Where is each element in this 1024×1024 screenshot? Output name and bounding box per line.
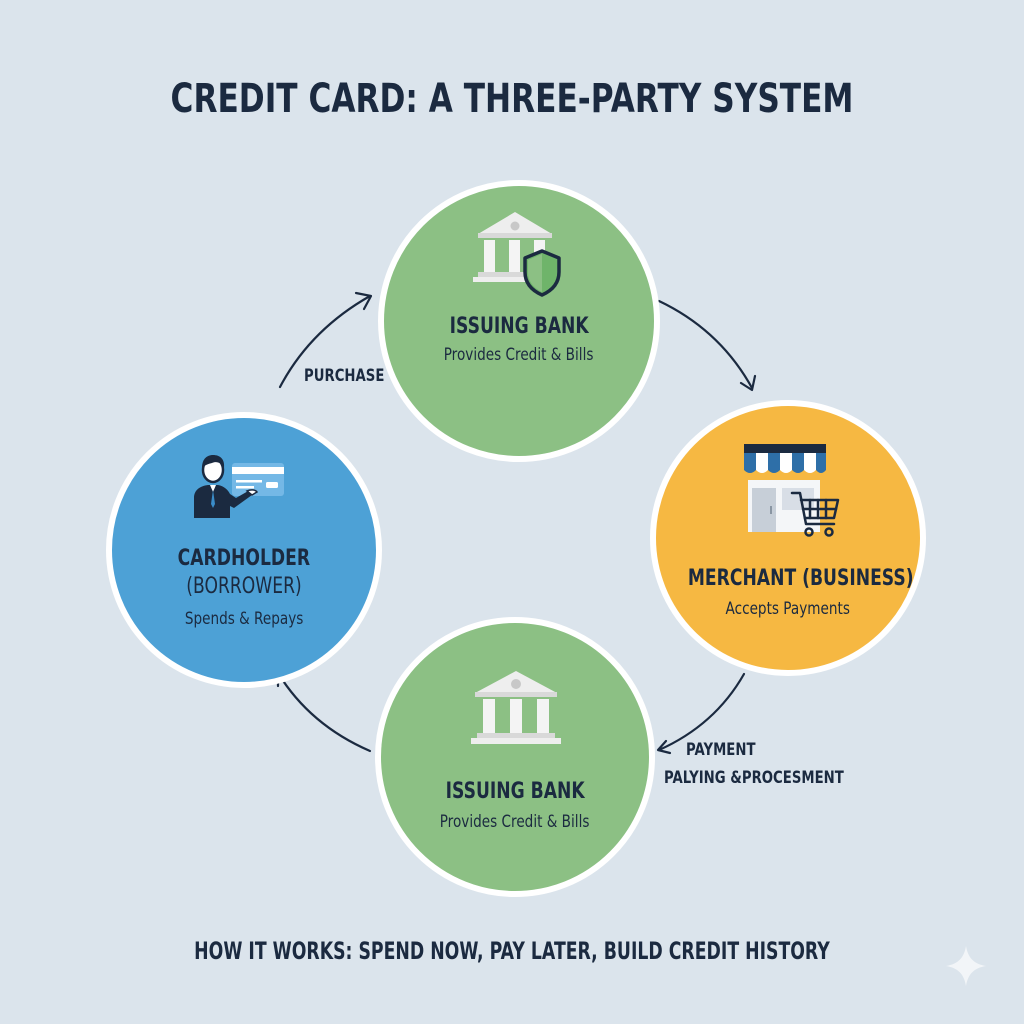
- footer-caption: HOW IT WORKS: SPEND NOW, PAY LATER, BUIL…: [194, 937, 830, 965]
- page-title: CREDIT CARD: A THREE-PARTY SYSTEM: [170, 76, 854, 122]
- node-description: Accepts Payments: [725, 599, 851, 619]
- node-description: Provides Credit & Bills: [440, 812, 590, 832]
- shield-icon: [523, 249, 561, 297]
- arrow-bank-to-cardholder: [276, 671, 372, 753]
- arrow-bank-to-merchant: [657, 299, 754, 390]
- node-name-sub: (BORROWER): [186, 574, 302, 599]
- payment-processing-label: PALYING &PROCESMENT: [664, 768, 844, 788]
- node-description: Spends & Repays: [184, 609, 304, 629]
- arrow-purchase: [278, 294, 372, 389]
- merchant-node: MERCHANT (BUSINESS) Accepts Payments: [650, 400, 926, 676]
- purchase-label: PURCHASE: [304, 366, 385, 386]
- bank-icon: [471, 671, 561, 744]
- sparkle-icon: [946, 946, 986, 986]
- shopping-cart-icon: [790, 491, 840, 537]
- arrow-payment: [657, 672, 746, 752]
- cardholder-node: CARDHOLDER (BORROWER) Spends & Repays: [106, 412, 382, 688]
- node-name: ISSUING BANK: [449, 314, 589, 339]
- node-name: ISSUING BANK: [445, 779, 585, 804]
- issuing-bank-top-node: ISSUING BANK Provides Credit & Bills: [378, 180, 660, 462]
- node-name: CARDHOLDER: [177, 546, 311, 571]
- node-name: MERCHANT (BUSINESS): [687, 566, 914, 591]
- person-with-card-icon: [194, 455, 284, 518]
- issuing-bank-bottom-node: ISSUING BANK Provides Credit & Bills: [375, 617, 655, 897]
- payment-label: PAYMENT: [686, 740, 756, 760]
- node-description: Provides Credit & Bills: [444, 345, 594, 365]
